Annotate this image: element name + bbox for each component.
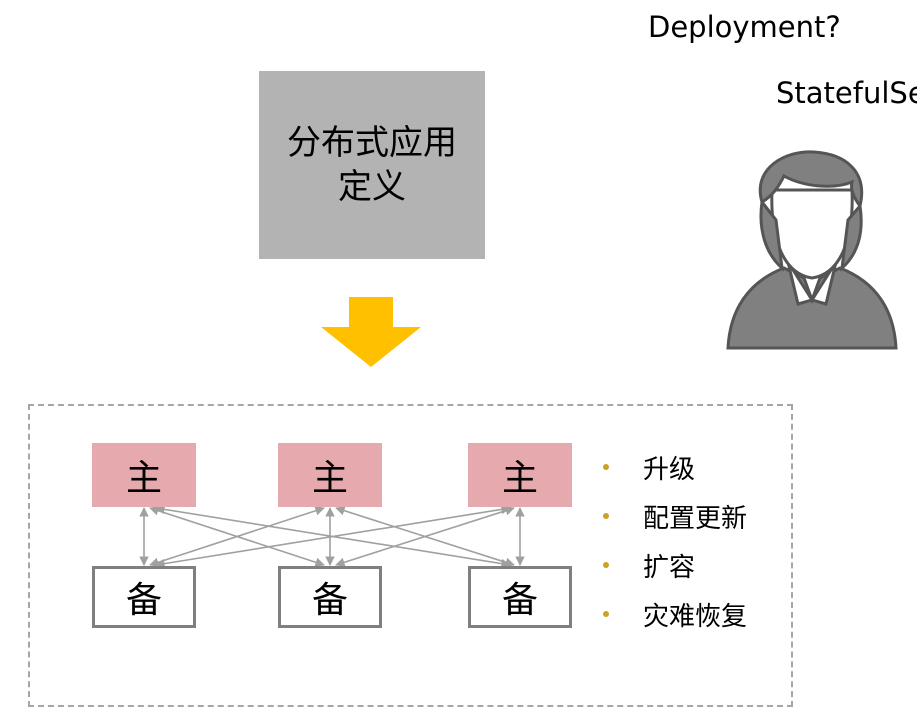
operation-item-disaster-recovery: 灾难恢复 [603, 597, 748, 632]
bullet-icon [603, 513, 609, 519]
primary-node-1: 主 [92, 443, 196, 507]
app-definition-line-1: 分布式应用 [287, 123, 457, 163]
statefulset-question: StatefulSe [776, 76, 917, 110]
user-avatar-icon [726, 150, 898, 350]
bullet-icon [603, 464, 609, 470]
operation-label: 灾难恢复 [643, 601, 748, 632]
operation-item-config-update: 配置更新 [603, 499, 748, 534]
cluster-frame [28, 404, 793, 707]
app-definition-line-2: 定义 [338, 167, 406, 207]
standby-node-1: 备 [92, 566, 196, 628]
bullet-icon [603, 562, 609, 568]
operation-label: 配置更新 [643, 503, 748, 534]
operation-label: 升级 [643, 454, 696, 485]
distributed-app-definition-box: 分布式应用 定义 [259, 71, 485, 259]
standby-node-2: 备 [278, 566, 382, 628]
operation-item-upgrade: 升级 [603, 450, 696, 485]
bullet-icon [603, 611, 609, 617]
primary-node-3: 主 [468, 443, 572, 507]
primary-node-2: 主 [278, 443, 382, 507]
down-arrow-icon [321, 297, 421, 367]
operation-label: 扩容 [643, 552, 696, 583]
deployment-question: Deployment? [648, 10, 841, 44]
standby-node-3: 备 [468, 566, 572, 628]
operation-item-scale-out: 扩容 [603, 548, 696, 583]
